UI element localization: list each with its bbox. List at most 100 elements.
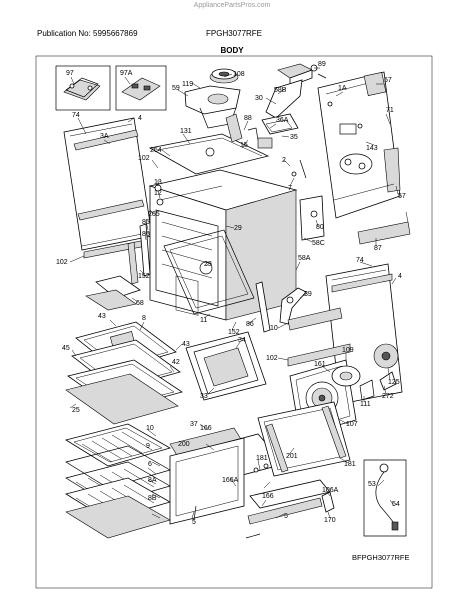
callout-label: 54 — [392, 501, 400, 508]
callout-label: 152 — [228, 329, 240, 336]
inset-box-97a — [115, 65, 167, 111]
callout-label: 181 — [344, 461, 356, 468]
hinge-parts-left — [127, 184, 164, 285]
callout-label: 97 — [66, 70, 74, 77]
inset-box-97 — [55, 65, 111, 111]
callout-label: 152 — [138, 273, 150, 280]
oven-racks — [64, 423, 172, 539]
callout-label: 33 — [200, 393, 208, 400]
leader-lines — [69, 67, 409, 519]
wire-harness-53 — [363, 459, 407, 537]
callout-label: 170 — [324, 517, 336, 524]
callout-label: 3A — [100, 133, 109, 140]
callout-label: 45 — [62, 345, 70, 352]
callout-label: 8 — [142, 315, 146, 322]
callout-label: 57 — [384, 77, 392, 84]
oven-cavity — [148, 169, 298, 321]
callout-label: 2 — [282, 157, 286, 164]
callout-label: 10 — [270, 325, 278, 332]
callout-label: 201 — [286, 453, 298, 460]
callout-label: 42 — [172, 359, 180, 366]
callout-label: 143 — [366, 145, 378, 152]
vent-duct-assembly — [265, 63, 327, 119]
oven-top-cover — [148, 113, 270, 175]
callout-label: 74 — [72, 112, 80, 119]
callout-label: 272 — [382, 393, 394, 400]
callout-label: 15 — [240, 142, 248, 149]
callout-label: 89 — [318, 61, 326, 68]
diagram-frame — [35, 55, 433, 589]
callout-label: 43 — [182, 341, 190, 348]
door-glass-33 — [185, 331, 267, 401]
callout-label: 57 — [398, 193, 406, 200]
callout-label: 30 — [255, 95, 263, 102]
callout-label: 5 — [192, 519, 196, 526]
oven-front-frame — [163, 229, 255, 315]
callout-label: 4 — [138, 115, 142, 122]
left-side-panel — [63, 117, 153, 259]
diagram-code: BFPGH3077RFE — [352, 553, 410, 562]
callout-label: 86 — [142, 231, 150, 238]
callout-label: 34 — [238, 337, 246, 344]
callout-label: 166A — [222, 477, 239, 484]
callout-label: 80 — [316, 224, 324, 231]
back-panel — [317, 71, 401, 219]
callout-label: 119 — [182, 81, 193, 88]
callout-label: 111 — [360, 401, 371, 408]
watermark: AppliancePartsPros.com — [193, 2, 271, 9]
callout-label: 125 — [388, 379, 400, 386]
callout-label: 1A — [338, 85, 347, 92]
callout-label: 13 — [154, 179, 162, 186]
callout-label: 58A — [298, 255, 311, 262]
callout-label: 166 — [200, 425, 212, 432]
rear-bracket-39 — [279, 287, 307, 325]
callout-label: 131 — [180, 128, 192, 135]
storage-drawer — [169, 401, 351, 539]
callout-label: 10 — [146, 425, 154, 432]
callout-label: 11 — [200, 317, 207, 324]
callout-label: 6 — [148, 461, 152, 468]
callout-label: 23 — [204, 261, 212, 268]
callout-label: 102 — [266, 355, 278, 362]
callout-label: 265 — [148, 211, 160, 218]
callout-label: 39 — [304, 291, 312, 298]
callout-label: 86 — [246, 321, 254, 328]
callout-label: 74 — [356, 257, 364, 264]
convection-fan-parts — [289, 343, 399, 437]
element-terminal-parts — [257, 113, 299, 149]
side-trims — [255, 281, 343, 333]
callout-label: 106A — [322, 487, 339, 494]
callout-label: 85 — [142, 219, 150, 226]
section-title: BODY — [220, 46, 244, 55]
callout-label: 8A — [148, 477, 157, 484]
callout-label: 5 — [284, 513, 288, 520]
callout-label: 12 — [154, 190, 162, 197]
callout-label: 161 — [314, 361, 326, 368]
callout-label: 107 — [346, 421, 358, 428]
callout-label: 166 — [262, 493, 274, 500]
callout-label: 37 — [190, 421, 198, 428]
callout-label: 264 — [150, 147, 162, 154]
callout-label: 87 — [374, 245, 382, 252]
burner-tray-68 — [85, 275, 141, 311]
callout-label: 53 — [368, 481, 376, 488]
callout-label: 58B — [274, 87, 287, 94]
model-number: FPGH3077RFE — [206, 29, 263, 38]
callout-label: 108 — [233, 71, 245, 78]
callout-label: 35 — [290, 134, 298, 141]
callout-label: 7 — [288, 185, 292, 192]
callout-label: 71 — [386, 107, 394, 114]
callout-label: 29 — [234, 225, 242, 232]
callout-label: 200 — [178, 441, 190, 448]
callout-label: 102 — [138, 155, 150, 162]
callout-label: 59 — [172, 85, 180, 92]
callout-label: 8B — [148, 495, 157, 502]
callout-label: 4 — [398, 273, 402, 280]
callout-label: 181 — [256, 455, 268, 462]
callout-labels: 97 97A 119 108 59 58B 30 89 1A 57 74 3A … — [56, 61, 406, 526]
callout-label: 36A — [276, 117, 289, 124]
right-brackets — [291, 159, 411, 245]
callout-label: 109 — [342, 347, 354, 354]
callout-label: 58C — [312, 240, 325, 247]
